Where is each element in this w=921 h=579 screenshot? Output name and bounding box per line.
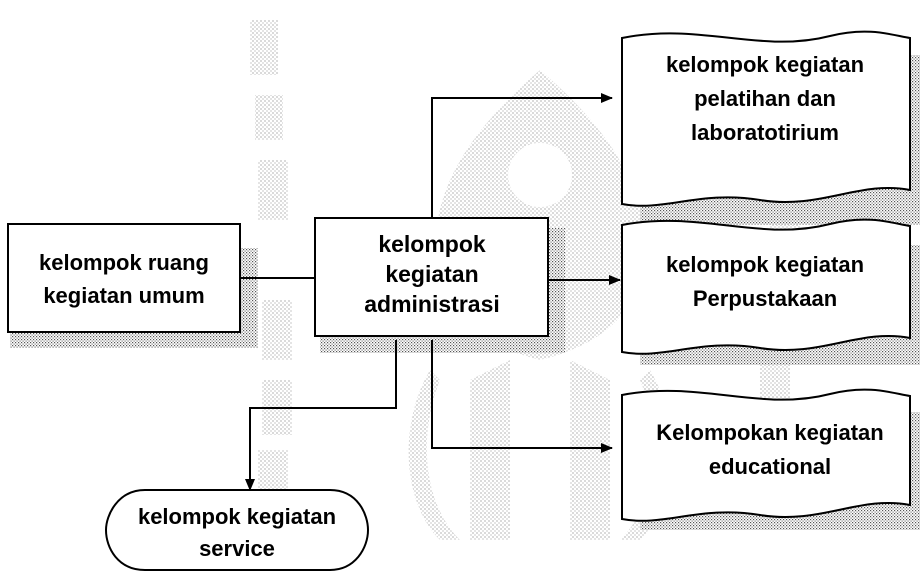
node-perpustakaan-line2: Perpustakaan xyxy=(693,286,837,311)
connectors xyxy=(240,93,621,491)
node-ruang-umum: kelompok ruang kegiatan umum xyxy=(7,223,241,333)
node-perpustakaan-line1: kelompok kegiatan xyxy=(666,252,864,277)
node-pelatihan-line3: laboratotirium xyxy=(691,120,839,145)
node-educational: Kelompokan kegiatan educational xyxy=(621,388,911,522)
node-perpustakaan: kelompok kegiatan Perpustakaan xyxy=(621,218,911,355)
node-ruang-umum-line2: kegiatan umum xyxy=(43,283,204,308)
node-educational-line2: educational xyxy=(709,454,831,479)
node-administrasi-line3: administrasi xyxy=(364,291,500,317)
node-administrasi-line1: kelompok xyxy=(378,231,486,257)
connector-to-educational xyxy=(431,340,613,453)
node-administrasi: kelompok kegiatan administrasi xyxy=(314,217,549,337)
node-educational-line1: Kelompokan kegiatan xyxy=(656,420,883,445)
node-pelatihan-line2: pelatihan dan xyxy=(694,86,836,111)
connector-to-service xyxy=(245,340,397,491)
node-pelatihan-line1: kelompok kegiatan xyxy=(666,52,864,77)
node-service-line2: service xyxy=(199,536,275,561)
node-service-line1: kelompok kegiatan xyxy=(138,504,336,529)
node-pelatihan: kelompok kegiatan pelatihan dan laborato… xyxy=(621,30,911,207)
node-ruang-umum-line1: kelompok ruang xyxy=(39,250,209,275)
connector-to-pelatihan xyxy=(431,93,613,218)
node-service: kelompok kegiatan service xyxy=(104,489,370,571)
node-administrasi-line2: kegiatan xyxy=(385,261,478,287)
